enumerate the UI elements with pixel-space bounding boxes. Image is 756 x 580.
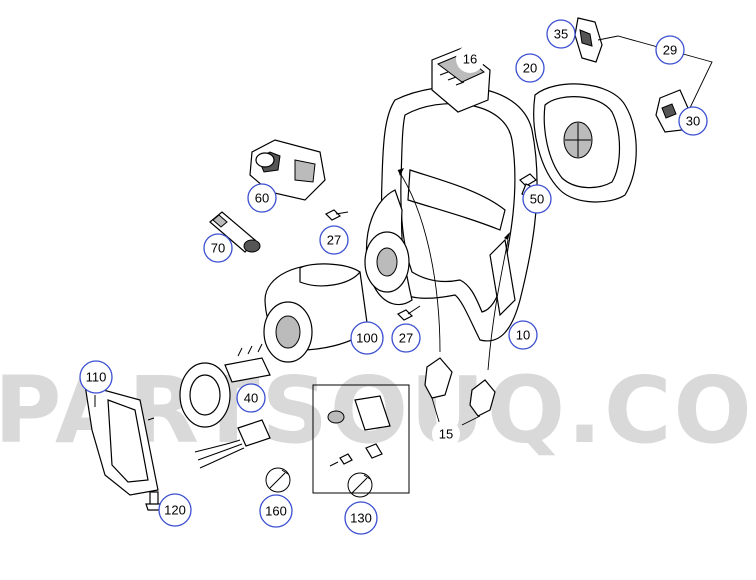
callout-label: 20	[523, 61, 537, 76]
callout-circle	[515, 53, 545, 83]
callout-circle	[456, 45, 484, 73]
callout-120[interactable]: 120	[158, 493, 192, 527]
callout-label: 27	[327, 233, 341, 248]
screw-icon[interactable]	[396, 305, 421, 321]
connector-icon[interactable]	[209, 211, 261, 253]
callout-label: 100	[356, 331, 378, 346]
callout-circle	[203, 233, 233, 263]
callout-circle	[508, 320, 538, 350]
wrench-icon	[265, 467, 291, 493]
callout-circle	[678, 106, 708, 136]
leader-line	[431, 397, 481, 426]
repair-kit-icon[interactable]	[312, 384, 410, 494]
steering-column-cover-icon[interactable]	[263, 263, 369, 363]
arrow-icon	[504, 232, 510, 240]
callout-label: 130	[350, 511, 372, 526]
callout-label: 50	[530, 192, 544, 207]
callout-label: 60	[255, 191, 269, 206]
callout-circle	[522, 184, 552, 214]
airbag-module-icon[interactable]	[533, 83, 637, 203]
callout-60[interactable]: 60	[247, 183, 277, 213]
callout-16[interactable]: 16	[456, 45, 484, 73]
callout-30[interactable]: 30	[678, 106, 708, 136]
callout-15[interactable]: 15	[432, 420, 460, 448]
callout-label: 30	[686, 114, 700, 129]
callout-label: 29	[663, 43, 677, 58]
left-button-icon[interactable]	[574, 17, 603, 63]
callout-27a[interactable]: 27	[319, 225, 349, 255]
callout-label: 10	[516, 328, 530, 343]
callout-circle	[247, 183, 277, 213]
callout-circle	[432, 420, 460, 448]
wrench-icon	[347, 472, 373, 498]
callout-label: 35	[554, 27, 568, 42]
callout-70[interactable]: 70	[203, 233, 233, 263]
callout-27b[interactable]: 27	[391, 323, 421, 353]
lower-cover-icon[interactable]	[84, 384, 159, 496]
callout-130[interactable]: 130	[344, 501, 378, 535]
callout-label: 120	[164, 503, 186, 518]
callout-160[interactable]: 160	[259, 494, 293, 528]
wiring-harness-icon[interactable]	[194, 419, 271, 469]
callout-100[interactable]: 100	[350, 321, 384, 355]
steering-wheel-icon[interactable]	[364, 86, 538, 342]
leader-line	[397, 169, 441, 353]
callout-circle	[344, 501, 378, 535]
callout-label: 16	[463, 52, 477, 67]
callout-110[interactable]: 110	[79, 360, 113, 394]
callout-label: 160	[265, 504, 287, 519]
arrow-icon	[398, 168, 404, 176]
screw-icon[interactable]	[324, 209, 349, 221]
callout-label: 70	[211, 241, 225, 256]
callout-40[interactable]: 40	[236, 383, 266, 413]
callout-50[interactable]: 50	[522, 184, 552, 214]
callout-circle	[79, 360, 113, 394]
callout-circle	[236, 383, 266, 413]
clockspring-plate-icon[interactable]	[179, 343, 271, 428]
callout-circle	[259, 494, 293, 528]
callout-label: 40	[244, 391, 258, 406]
callout-circle	[319, 225, 349, 255]
callout-layer: 10 15 16 20 27 27 29 30 35 40 50 60 70 100 110 120 130 16…	[79, 19, 708, 535]
callout-circle	[158, 493, 192, 527]
callout-20[interactable]: 20	[515, 53, 545, 83]
callout-10[interactable]: 10	[508, 320, 538, 350]
callout-label: 27	[399, 331, 413, 346]
callout-label: 15	[439, 427, 453, 442]
callout-label: 110	[86, 370, 107, 385]
callout-29[interactable]: 29	[655, 35, 685, 65]
shift-paddle-icon[interactable]	[424, 357, 496, 417]
callout-circle	[350, 321, 384, 355]
callout-35[interactable]: 35	[546, 19, 576, 49]
callout-circle	[391, 323, 421, 353]
leader-line	[487, 239, 509, 371]
callout-circle	[546, 19, 576, 49]
callout-circle	[655, 35, 685, 65]
